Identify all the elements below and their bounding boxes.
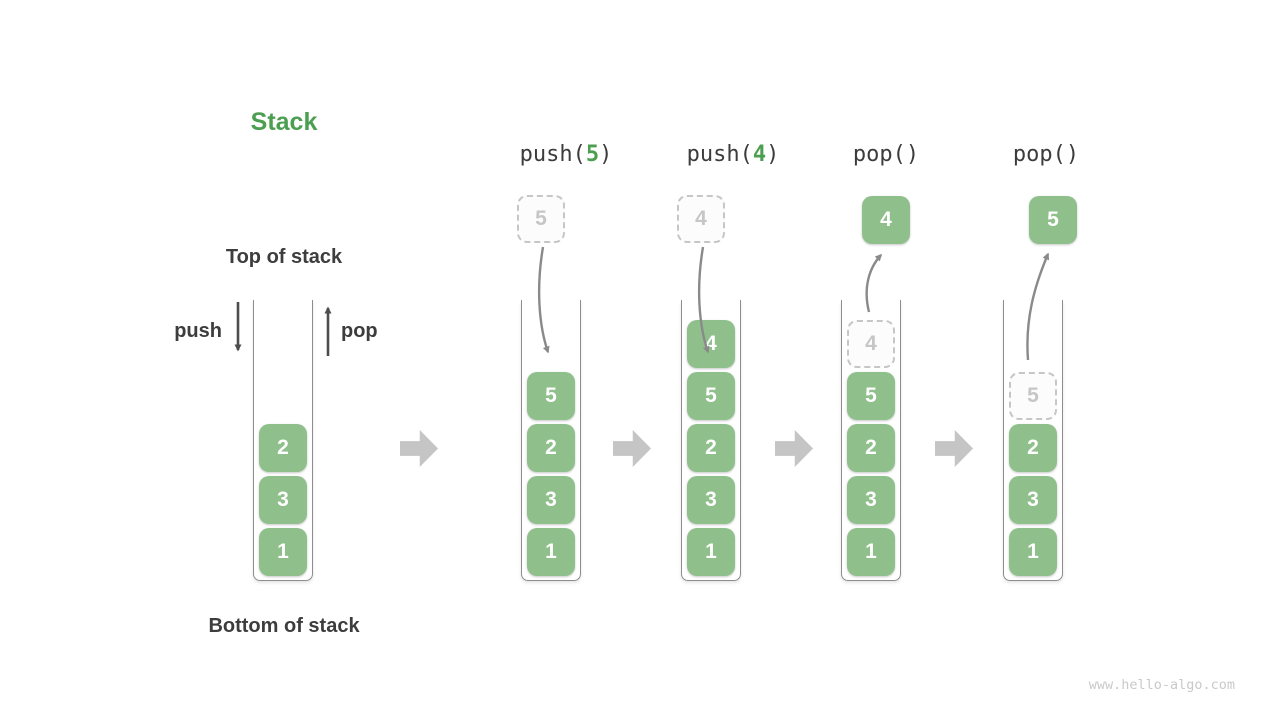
flow-arrow-icon: [613, 430, 651, 467]
stack-cell: 4: [687, 320, 735, 368]
bottom-of-stack-label: Bottom of stack: [208, 615, 360, 637]
op-header-text: push(: [686, 142, 753, 167]
top-of-stack-label: Top of stack: [225, 246, 343, 268]
op-header-text: ): [766, 142, 780, 167]
popped-cell: 4: [862, 196, 910, 244]
push-label: push: [174, 320, 222, 342]
stack-cell: 5: [527, 372, 575, 420]
op-header-text: ): [599, 142, 613, 167]
incoming-cell-ghost: 4: [677, 195, 725, 243]
stack-frame-pop-1: [841, 300, 901, 581]
watermark: www.hello-algo.com: [1088, 677, 1235, 693]
stack-frame-push-5: [521, 300, 581, 581]
stack-cell: 2: [259, 424, 307, 472]
stack-frame-pop-2: [1003, 300, 1063, 581]
op-header-push-5: push(5): [520, 142, 613, 167]
stack-cell: 3: [687, 476, 735, 524]
incoming-cell-ghost: 5: [517, 195, 565, 243]
flow-arrow-icon: [775, 430, 813, 467]
stack-cell: 2: [527, 424, 575, 472]
ghost-cell: 5: [1009, 372, 1057, 420]
stack-cell: 3: [1009, 476, 1057, 524]
stack-cell: 5: [847, 372, 895, 420]
op-header-pop-1: pop(): [853, 142, 919, 167]
stack-frame-initial: [253, 300, 313, 581]
stack-cell: 2: [847, 424, 895, 472]
op-header-pop-2: pop(): [1013, 142, 1079, 167]
op-header-arg: 4: [752, 142, 767, 167]
popped-cell: 5: [1029, 196, 1077, 244]
stack-cell: 1: [1009, 528, 1057, 576]
flow-arrow-icon: [400, 430, 438, 467]
stack-cell: 3: [847, 476, 895, 524]
stack-cell: 3: [527, 476, 575, 524]
op-header-push-4: push(4): [687, 142, 780, 167]
stack-cell: 5: [687, 372, 735, 420]
stack-title: Stack: [250, 108, 318, 136]
ghost-cell: 4: [847, 320, 895, 368]
op-header-text: pop(): [1012, 142, 1080, 167]
stack-cell: 1: [687, 528, 735, 576]
stack-cell: 2: [1009, 424, 1057, 472]
op-header-arg: 5: [585, 142, 600, 167]
op-header-text: pop(): [852, 142, 920, 167]
stack-cell: 3: [259, 476, 307, 524]
stack-cell: 1: [527, 528, 575, 576]
pop-label: pop: [341, 320, 378, 342]
stack-cell: 1: [259, 528, 307, 576]
stack-cell: 2: [687, 424, 735, 472]
flow-arrow-icon: [935, 430, 973, 467]
stack-frame-push-4: [681, 300, 741, 581]
stack-cell: 1: [847, 528, 895, 576]
op-header-text: push(: [519, 142, 586, 167]
